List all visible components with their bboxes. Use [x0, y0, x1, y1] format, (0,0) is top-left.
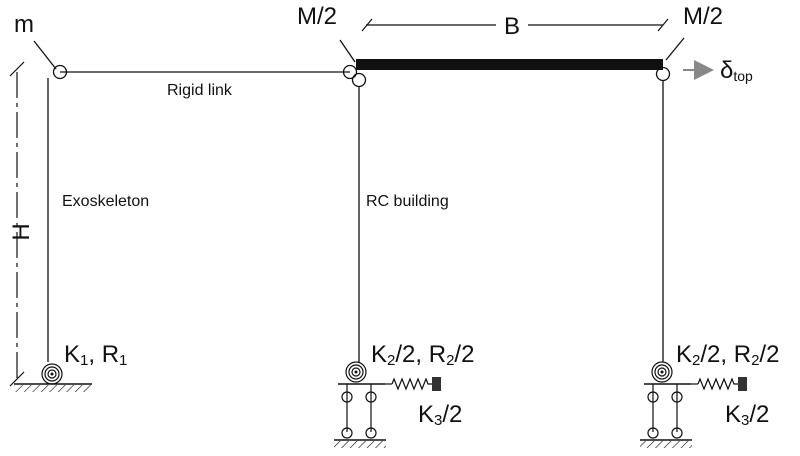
- k3-right-sub: 3: [741, 412, 749, 429]
- mass-left-label: M/2: [297, 3, 337, 30]
- r2-right-letter: R: [734, 341, 751, 368]
- hinge-rc-left-b: [351, 72, 367, 88]
- spring-right-icon: [697, 377, 738, 391]
- rc-right-support: [640, 361, 747, 448]
- r2-mid-sub: 2: [446, 352, 454, 369]
- k3-right-letter: K: [725, 401, 741, 428]
- r1-letter: R: [102, 341, 119, 368]
- rotational-spring-left-icon: [41, 363, 63, 385]
- ground-right-hatch: [640, 441, 692, 448]
- k2-right-sep: ,: [720, 341, 733, 368]
- exoskeleton-label: Exoskeleton: [62, 193, 149, 210]
- k3-mid-letter: K: [418, 401, 434, 428]
- r2-mid-letter: R: [429, 341, 446, 368]
- ground-mid-hatch: [334, 441, 386, 448]
- spring-mid-label: K3/2: [418, 401, 462, 429]
- ground-left-hatch: [14, 385, 92, 392]
- rotational-spring-right-icon: [651, 361, 673, 383]
- r2-right-sub: 2: [751, 352, 759, 369]
- spring-mid-icon: [391, 377, 432, 391]
- mass-right-leader: [665, 37, 685, 61]
- rc-building-label: RC building: [366, 193, 449, 210]
- mass-left-leader: [339, 39, 356, 63]
- height-label: H: [8, 223, 35, 240]
- k2-right-div: /2: [700, 341, 720, 368]
- k1-sep: ,: [88, 341, 101, 368]
- hinge-exo-top: [52, 64, 68, 80]
- delta-top-label: δtop: [720, 57, 753, 84]
- support-right-label: K2/2, R2/2: [676, 341, 779, 369]
- support-mid-label: K2/2, R2/2: [371, 341, 474, 369]
- r2-mid-div: /2: [454, 341, 474, 368]
- k2-mid-sep: ,: [415, 341, 428, 368]
- width-label: B: [504, 13, 520, 40]
- r1-sub: 1: [119, 352, 127, 369]
- rotational-spring-mid-icon: [345, 361, 367, 383]
- thick-beam: [356, 59, 663, 70]
- hinge-rc-left-a: [342, 64, 358, 80]
- r2-right-div: /2: [759, 341, 779, 368]
- k2-right-sub: 2: [692, 352, 700, 369]
- delta-subscript: top: [733, 68, 753, 84]
- k1-sub: 1: [80, 352, 88, 369]
- mass-m-leader: [33, 40, 57, 70]
- k2-right-letter: K: [676, 341, 692, 368]
- hinge-rc-right: [655, 66, 671, 82]
- mass-right-label: M/2: [683, 3, 723, 30]
- k3-mid-div: /2: [442, 401, 462, 428]
- k2-mid-sub: 2: [387, 352, 395, 369]
- spring-right-label: K3/2: [725, 401, 769, 429]
- support-left-label: K1, R1: [64, 341, 127, 369]
- exoskeleton-support: [14, 363, 92, 392]
- height-dimension: H: [8, 61, 35, 387]
- mass-m-label: m: [14, 11, 34, 38]
- k3-right-div: /2: [749, 401, 769, 428]
- k3-mid-sub: 3: [434, 412, 442, 429]
- spring-right-anchor: [738, 377, 747, 391]
- rigid-link-label: Rigid link: [167, 82, 233, 99]
- k2-mid-div: /2: [395, 341, 415, 368]
- k1-letter: K: [64, 341, 80, 368]
- delta-symbol: δ: [720, 57, 733, 84]
- width-dimension: B: [361, 13, 669, 40]
- spring-mid-anchor: [432, 377, 441, 391]
- rc-left-support: [334, 361, 441, 448]
- k2-mid-letter: K: [371, 341, 387, 368]
